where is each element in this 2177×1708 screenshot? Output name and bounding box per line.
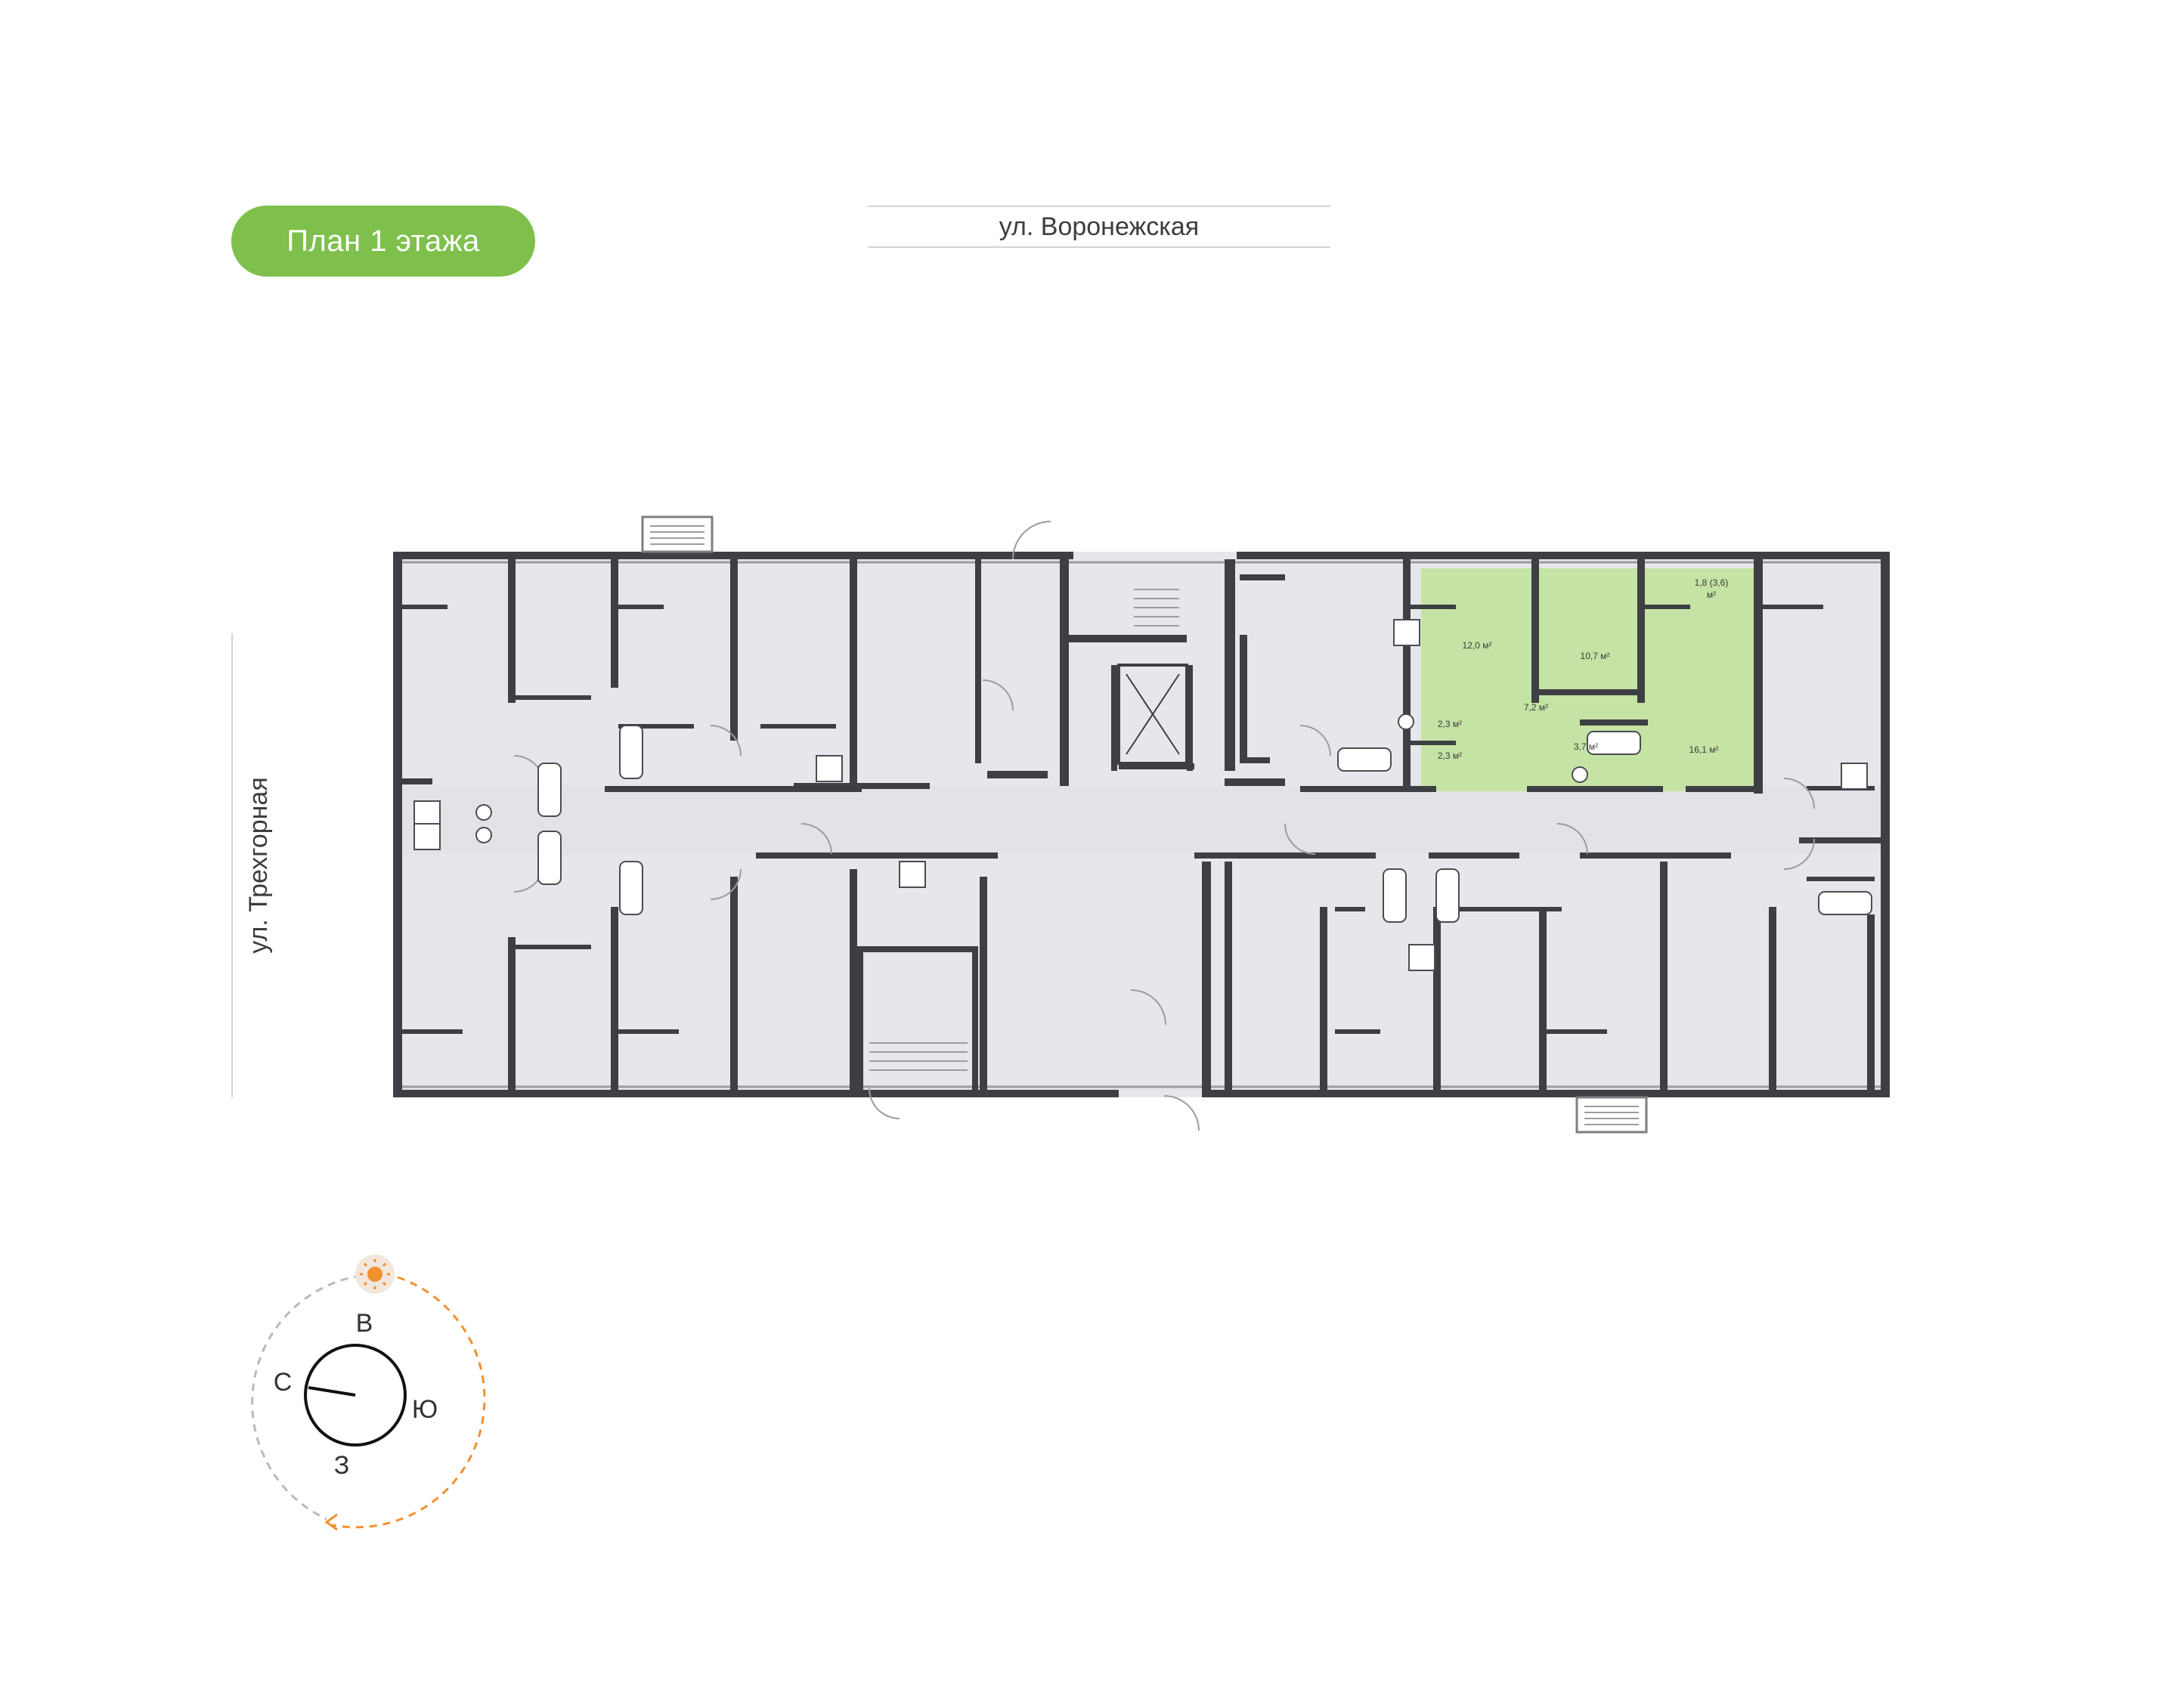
compass-south-label: Ю (412, 1395, 438, 1424)
kitchen-stoves (413, 619, 1868, 971)
sun-path-day (332, 1276, 486, 1529)
compass-dial (304, 1344, 407, 1447)
highlighted-apartment (1421, 568, 1763, 791)
interior-walls (402, 559, 1882, 1090)
street-line-west (231, 633, 233, 1097)
compass-west-label: З (334, 1451, 350, 1480)
sun-icon (355, 1255, 395, 1294)
room-area-label: 1,8 (3,6) (1695, 577, 1729, 588)
apartment-area-labels: 12,0 м² 10,7 м² 1,8 (3,6) м² 7,2 м² 2,3 … (1438, 577, 1728, 761)
outer-walls (393, 552, 1890, 1097)
floor-plan-badge: План 1 этажа (231, 206, 535, 277)
room-area-label: 2,3 м² (1438, 719, 1462, 729)
sun-path-arrow (324, 1513, 338, 1531)
street-north-text: ул. Воронежская (999, 212, 1200, 241)
street-label-north: ул. Воронежская (868, 206, 1330, 248)
stair-core (869, 589, 1188, 1071)
vent-grilles (641, 515, 1648, 1134)
compass-north-label: С (274, 1368, 293, 1397)
compass-needle (308, 1386, 356, 1397)
bathroom-fixtures (475, 713, 1872, 923)
room-area-label: 7,2 м² (1524, 702, 1548, 713)
room-area-unit: м² (1707, 589, 1716, 600)
room-area-label: 10,7 м² (1581, 651, 1610, 661)
floor-plan-label: План 1 этажа (286, 224, 480, 258)
room-area-label: 3,7 м² (1574, 741, 1598, 752)
room-area-label: 16,1 м² (1689, 744, 1719, 755)
door-swings (513, 521, 1815, 1131)
sun-path-night (251, 1273, 376, 1521)
room-area-label: 12,0 м² (1463, 640, 1492, 651)
compass-east-label: В (356, 1309, 373, 1338)
window-lines (402, 561, 1881, 1088)
room-area-label: 2,3 м² (1438, 750, 1462, 761)
